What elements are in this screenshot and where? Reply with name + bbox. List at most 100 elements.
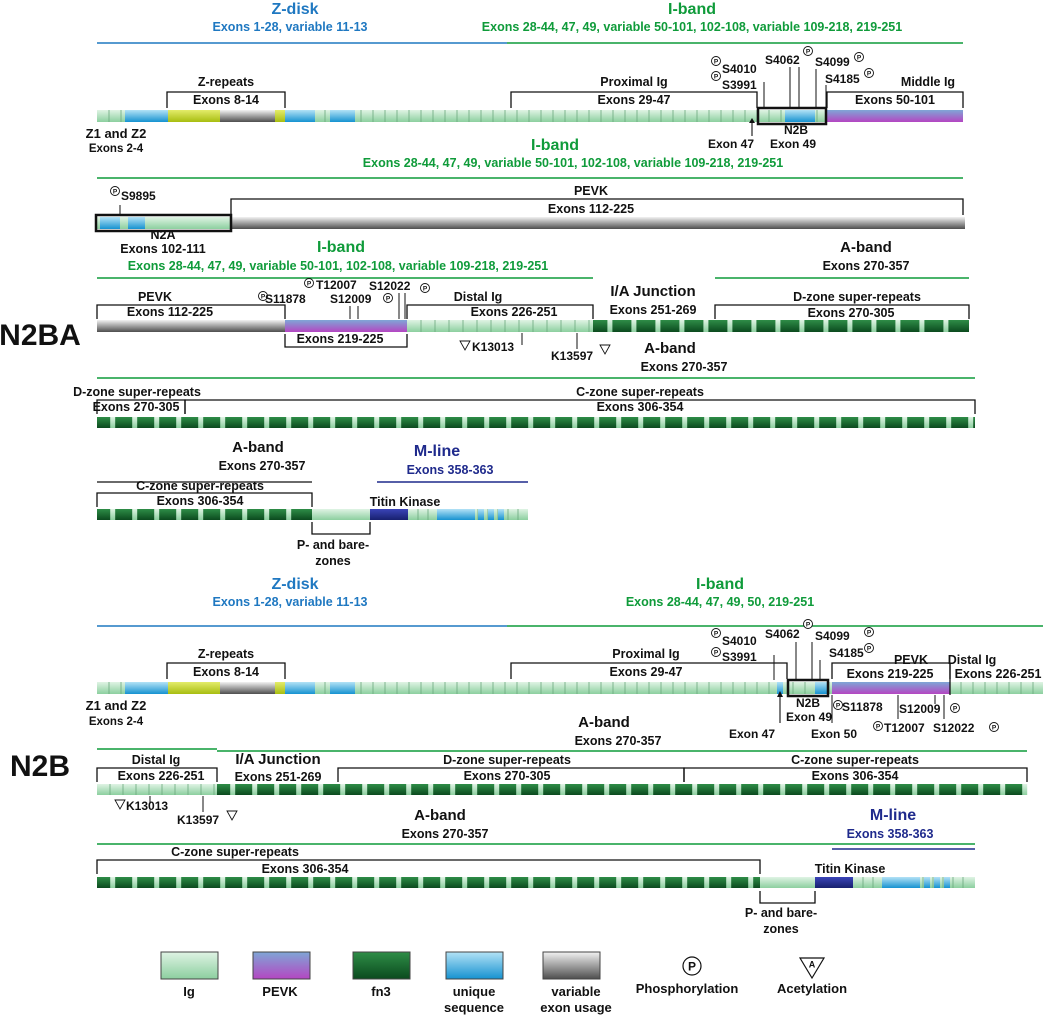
ig-domain-marker xyxy=(494,784,500,795)
ig-domain-marker xyxy=(943,320,949,332)
n2b-distal-ig-exons: Exons 226-251 xyxy=(955,667,1042,681)
z-repeat-segment xyxy=(275,110,285,122)
mline-title-row5: M-line xyxy=(414,443,460,460)
ig-domain-marker xyxy=(176,417,182,428)
czone-label-row4: C-zone super-repeats xyxy=(576,385,704,399)
phosphorylation-icon xyxy=(803,46,813,56)
middle-ig-exons: Exons 50-101 xyxy=(855,93,935,107)
ig-domain-marker xyxy=(176,877,182,888)
distal-ig-bracket xyxy=(406,304,594,319)
pbare-label-row5-2: zones xyxy=(315,554,350,568)
n2b-dzone-exons: Exons 270-305 xyxy=(464,769,551,783)
ig-domain-marker xyxy=(132,509,138,520)
legend-variable-label-1: variable xyxy=(551,984,600,999)
phosphorylation-icon-letter: P xyxy=(307,281,312,288)
ig-domain-marker xyxy=(919,320,925,332)
phosphorylation-icon xyxy=(950,703,960,713)
zdisk-exons: Exons 1-28, variable 11-13 xyxy=(213,20,368,34)
n2b-k13597-label: K13597 xyxy=(177,813,219,827)
ig-domain-marker xyxy=(871,320,877,332)
n2b-aband-title-row3: A-band xyxy=(414,807,466,824)
ig-domain-marker xyxy=(880,417,886,428)
n2b-s4062-label: S4062 xyxy=(765,627,800,641)
ig-domain-marker xyxy=(384,784,390,795)
n2b-pevk-label: PEVK xyxy=(894,653,928,667)
proximal-ig-bracket xyxy=(510,91,758,108)
distal-ig-segment xyxy=(407,320,593,332)
acetylation-icon xyxy=(459,340,471,351)
ig-domain-marker xyxy=(440,417,446,428)
ig-domain-marker xyxy=(946,417,952,428)
n2b-box xyxy=(756,106,828,126)
ig-domain-marker xyxy=(362,784,368,795)
phosphorylation-icon xyxy=(833,700,843,710)
ig-domain-marker xyxy=(775,320,781,332)
n2b-s4010-label: S4010 xyxy=(722,634,757,648)
iband-exons-row3: Exons 28-44, 47, 49, variable 50-101, 10… xyxy=(128,259,548,273)
ig-domain-marker xyxy=(604,784,610,795)
ig-domain-marker xyxy=(802,784,808,795)
ig-domain-marker xyxy=(396,877,402,888)
iband-title-row2: I-band xyxy=(531,137,579,154)
czone-bracket-row5 xyxy=(96,492,313,507)
n2b-titin-kinase-label: Titin Kinase xyxy=(815,862,886,876)
proximal-ig-label: Proximal Ig xyxy=(600,75,667,89)
phosphorylation-icon xyxy=(873,721,883,731)
fn3-segment-row4 xyxy=(97,417,975,428)
legend-ig-swatch xyxy=(160,951,219,980)
phosphorylation-icon-letter: P xyxy=(423,286,428,293)
pevk-segment-row3 xyxy=(285,320,407,332)
ig-domain-marker xyxy=(154,509,160,520)
ig-domain-marker xyxy=(484,417,490,428)
z-repeats-exons: Exons 8-14 xyxy=(193,93,259,107)
n2b-proximal-ig-exons: Exons 29-47 xyxy=(610,665,683,679)
ig-domain-marker xyxy=(616,417,622,428)
legend-phosphorylation-icon xyxy=(682,956,702,976)
n2b-ia-junction-exons: Exons 251-269 xyxy=(235,770,322,784)
exons-219-225-bracket xyxy=(284,334,408,348)
legend-pevk-swatch xyxy=(252,951,311,980)
ig-domain-marker xyxy=(594,877,600,888)
legend-unique-swatch xyxy=(445,951,504,980)
ig-segment xyxy=(312,509,370,520)
ig-domain-marker xyxy=(242,417,248,428)
dzone-exons-row4: Exons 270-305 xyxy=(93,400,180,414)
pevk-bracket-row2 xyxy=(230,198,964,215)
n2b-z1z2-exons: Exons 2-4 xyxy=(89,716,144,728)
czone-label-row5: C-zone super-repeats xyxy=(136,479,264,493)
phosphorylation-icon-letter: P xyxy=(992,725,997,732)
ig-domain-marker xyxy=(110,417,116,428)
z1z2-label: Z1 and Z2 xyxy=(86,126,147,141)
ig-domain-marker xyxy=(758,784,764,795)
distal-ig-label: Distal Ig xyxy=(454,290,503,304)
legend-unique-label-2: sequence xyxy=(444,1000,504,1015)
ig-segment xyxy=(760,877,815,888)
legend-acetylation-icon-letter: A xyxy=(809,960,816,970)
phosphorylation-icon-letter: P xyxy=(953,706,958,713)
exon49-label: Exon 49 xyxy=(770,137,816,151)
unique-segment xyxy=(488,509,494,520)
ig-domain-marker xyxy=(703,320,709,332)
n2b-z-repeats-exons: Exons 8-14 xyxy=(193,665,259,679)
ig-domain-marker xyxy=(714,784,720,795)
ig-domain-marker xyxy=(264,877,270,888)
legend-variable-label-2: exon usage xyxy=(540,1000,612,1015)
unique-segment xyxy=(330,110,355,122)
ig-domain-marker xyxy=(616,877,622,888)
n2b-fn3-segment-row2 xyxy=(217,784,1027,795)
ig-domain-marker xyxy=(506,417,512,428)
ig-domain-marker xyxy=(154,417,160,428)
pevk-label-row2: PEVK xyxy=(574,184,608,198)
phosphorylation-icon-letter: P xyxy=(714,74,719,81)
ig-domain-marker xyxy=(220,877,226,888)
exons-219-225-label: Exons 219-225 xyxy=(297,332,384,346)
n2b-titin-kinase-segment xyxy=(815,877,853,888)
n2b-unique-segment xyxy=(815,682,827,694)
unique-segment xyxy=(777,682,783,694)
ig-domain-marker xyxy=(956,784,962,795)
ig-domain-marker xyxy=(462,417,468,428)
ig-domain-marker xyxy=(902,417,908,428)
phosphorylation-icon xyxy=(854,52,864,62)
ig-domain-marker xyxy=(374,417,380,428)
n2b-aband-title-row2: A-band xyxy=(578,714,630,731)
